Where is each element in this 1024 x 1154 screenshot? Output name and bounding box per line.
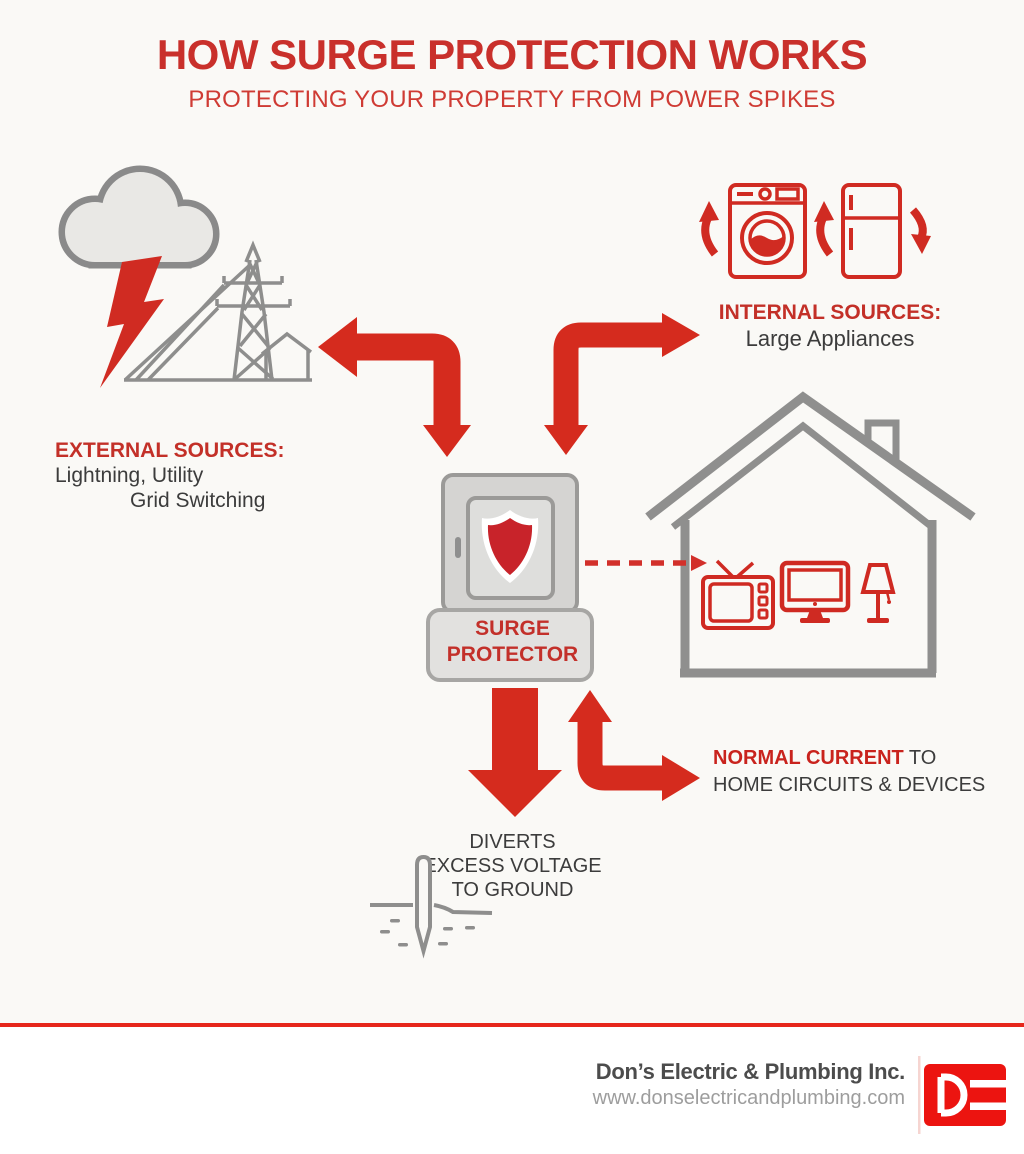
chimney (864, 419, 900, 463)
internal-sources-heading: INTERNAL SOURCES: (718, 301, 942, 324)
internal-sources-icon (699, 183, 931, 279)
washing-machine-icon (728, 183, 807, 279)
curved-down-arrow-icon (909, 207, 931, 254)
ground-rod-icon (370, 854, 493, 959)
curved-up-arrow-icon (814, 201, 834, 257)
company-name: Don’s Electric & Plumbing Inc. (595, 1059, 906, 1084)
ground-label: DIVERTS EXCESS VOLTAGE TO GROUND (400, 830, 625, 902)
curved-up-arrow-icon (699, 201, 719, 257)
tv-icon (701, 559, 775, 630)
up-right-elbow-arrow-icon (568, 690, 700, 801)
label-plate (426, 608, 594, 682)
shield-icon (481, 510, 539, 583)
footer: Don’s Electric & Plumbing Inc. www.donse… (592, 1058, 906, 1110)
small-house-icon (260, 331, 313, 379)
ground-line3: TO GROUND (451, 879, 574, 901)
storm-cloud-icon (58, 165, 220, 269)
down-arrow-icon (468, 688, 562, 817)
normal-current-rest: TO (903, 747, 937, 769)
ground-line1: DIVERTS (469, 831, 556, 853)
external-sources-label: EXTERNAL SOURCES: Lightning, Utility Gri… (55, 438, 284, 513)
flow-arrows-icon (468, 688, 700, 817)
surge-protector-label: SURGE PROTECTOR (425, 616, 600, 668)
dashed-current-arrow-icon (585, 555, 707, 571)
normal-current-highlight: NORMAL CURRENT (713, 747, 904, 769)
internal-sources-label: INTERNAL SOURCES: Large Appliances (705, 300, 955, 352)
ground-line2: EXCESS VOLTAGE (423, 855, 602, 877)
normal-current-line1: NORMAL CURRENT TO (713, 745, 985, 772)
surge-protector-panel-icon (426, 473, 594, 682)
company-logo (918, 1056, 1006, 1134)
external-sources-icon (58, 165, 313, 388)
house-icon (645, 391, 976, 678)
surge-protector-label-line2: PROTECTOR (446, 643, 579, 666)
internal-sources-detail: Large Appliances (745, 326, 915, 351)
soil-dashes (380, 919, 475, 947)
page-subtitle: PROTECTING YOUR PROPERTY FROM POWER SPIK… (188, 86, 836, 113)
computer-monitor-icon (779, 560, 851, 623)
page-title: HOW SURGE PROTECTION WORKS (156, 31, 868, 78)
external-sources-line1: Lightning, Utility (55, 464, 204, 487)
panel-handle (455, 537, 461, 558)
external-sources-heading: EXTERNAL SOURCES: (55, 439, 285, 462)
external-sources-line2: Grid Switching (130, 489, 266, 512)
internal-elbow-arrow-icon (544, 313, 700, 455)
company-website: www.donselectricandplumbing.com (592, 1087, 905, 1109)
refrigerator-icon (841, 183, 902, 279)
normal-current-label: NORMAL CURRENT TO HOME CIRCUITS & DEVICE… (713, 745, 985, 799)
transmission-tower-icon (215, 240, 292, 381)
lightning-bolt-icon (100, 256, 164, 388)
normal-current-line2: HOME CIRCUITS & DEVICES (713, 774, 986, 796)
external-elbow-arrow-icon (318, 317, 471, 457)
surge-protector-label-line1: SURGE (475, 617, 550, 640)
power-lines-icon (123, 262, 253, 382)
footer-divider (0, 1023, 1024, 1027)
lamp-icon (860, 563, 896, 623)
